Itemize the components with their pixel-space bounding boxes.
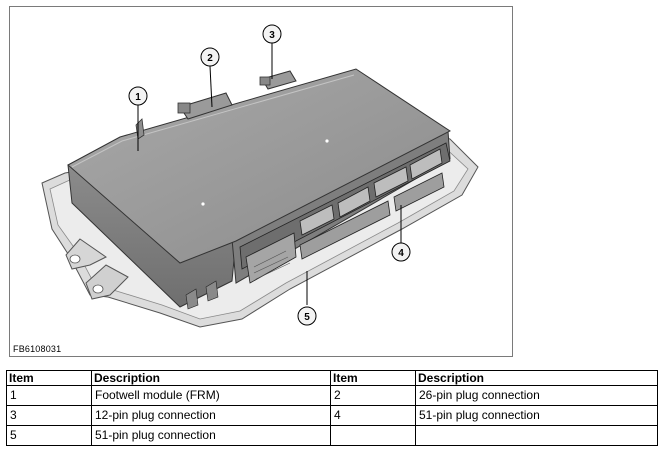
- item-number: 5: [6, 425, 92, 446]
- callout-1-label: 1: [135, 92, 141, 103]
- item-description: 51-pin plug connection: [91, 425, 331, 446]
- item-description: 51-pin plug connection: [415, 405, 658, 426]
- callout-5-label: 5: [304, 312, 310, 323]
- item-description: 12-pin plug connection: [91, 405, 331, 426]
- callout-4-label: 4: [398, 248, 404, 259]
- col-header-item: Item: [6, 370, 92, 386]
- item-number: [330, 425, 416, 446]
- legend-table: Item Description Item Description 1 Foot…: [6, 370, 658, 446]
- component-illustration: 1 2 3 4 5 FB6108031: [9, 6, 513, 357]
- callout-leaders: [137, 43, 402, 305]
- callout-2: 2: [200, 47, 220, 67]
- item-description: Footwell module (FRM): [91, 385, 331, 406]
- col-header-description: Description: [415, 370, 658, 386]
- legend-header-row: Item Description Item Description: [6, 370, 658, 386]
- item-number: 2: [330, 385, 416, 406]
- front-connectors: [185, 142, 451, 310]
- figure-id: FB6108031: [13, 344, 62, 354]
- footwell-module-drawing: 1 2 3 4 5: [41, 24, 479, 328]
- callout-2-label: 2: [207, 53, 213, 64]
- item-description: [415, 425, 658, 446]
- callout-3-label: 3: [269, 30, 275, 41]
- item-number: 1: [6, 385, 92, 406]
- callout-4: 4: [391, 242, 411, 262]
- callout-5: 5: [297, 306, 317, 326]
- item-number: 4: [330, 405, 416, 426]
- table-row: 1 Footwell module (FRM) 2 26-pin plug co…: [6, 385, 658, 406]
- col-header-description: Description: [91, 370, 331, 386]
- table-row: 5 51-pin plug connection: [6, 425, 658, 446]
- item-description: 26-pin plug connection: [415, 385, 658, 406]
- callout-3: 3: [262, 24, 282, 44]
- callout-1: 1: [128, 86, 148, 106]
- col-header-item: Item: [330, 370, 416, 386]
- rear-connectors: [135, 70, 297, 140]
- item-number: 3: [6, 405, 92, 426]
- table-row: 3 12-pin plug connection 4 51-pin plug c…: [6, 405, 658, 426]
